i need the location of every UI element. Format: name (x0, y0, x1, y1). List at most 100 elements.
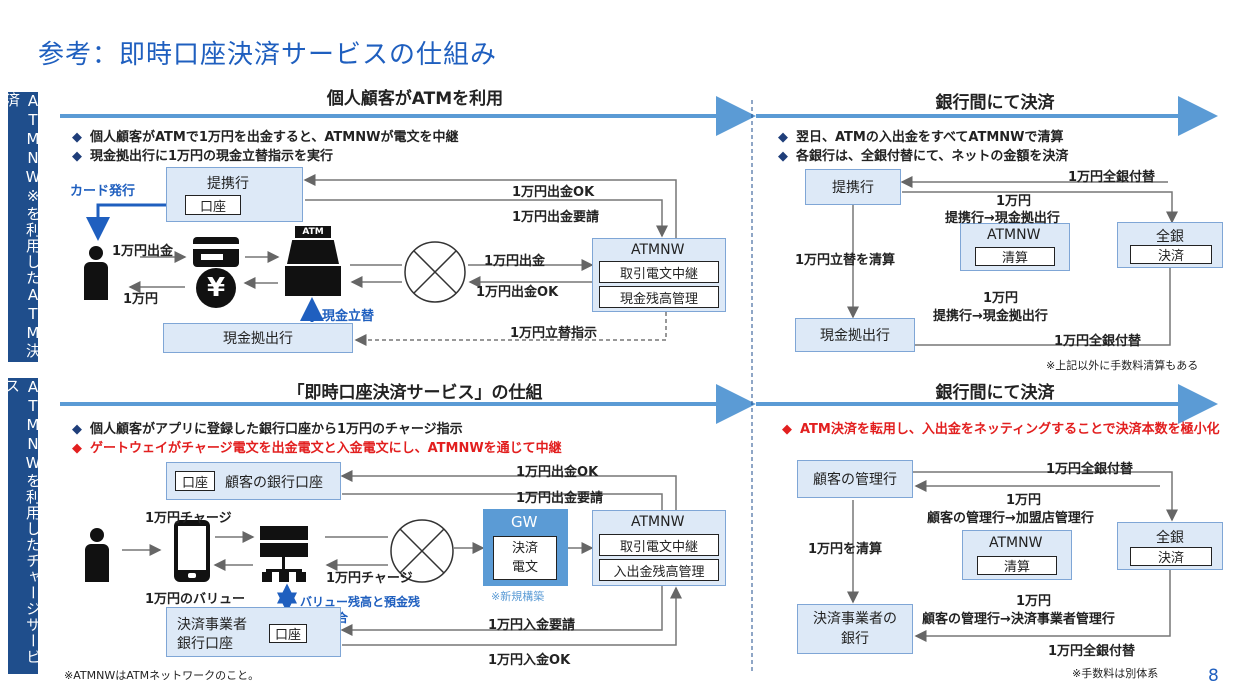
mid-ok-label: 1万円出金OK (476, 285, 559, 300)
amount-label-2: 1万円 (983, 291, 1019, 306)
relay-box: 取引電文中継 (599, 261, 719, 283)
br-customer-bank-box: 顧客の管理行 (797, 460, 913, 498)
tr-zengin-box: 全銀 決済 (1117, 222, 1223, 268)
gw-inner-box: 決済 電文 (493, 536, 557, 580)
page-number: 8 (1208, 666, 1219, 686)
ok-label: 1万円出金OK (512, 185, 595, 200)
br-settle-bank-label-2: 銀行 (841, 631, 869, 647)
bullet-text: 各銀行は、全銀付替にて、ネットの金額を決済 (796, 149, 1069, 164)
bullet-text: 個人顧客がアプリに登録した銀行口座から1万円のチャージ指示 (90, 422, 463, 437)
bullet-text: 翌日、ATMの入出金をすべてATMNWで清算 (796, 130, 1064, 145)
gw-label: GW (511, 513, 538, 531)
atmnw-label: ATMNW (631, 242, 685, 258)
clearing-box: 清算 (977, 556, 1057, 575)
person-icon (85, 528, 109, 582)
tr-partner-bank-box: 提携行 (805, 169, 901, 205)
yen-coin-icon: ¥ (196, 268, 236, 308)
br-amount-label-1: 1万円 (1006, 493, 1042, 508)
atmnw-label: ATMNW (989, 535, 1043, 551)
bullet-tl-2: ◆現金拠出行に1万円の現金立替指示を実行 (72, 149, 334, 164)
tr-cash-bank-box: 現金拠出行 (795, 318, 915, 352)
cash-bank-box: 現金拠出行 (163, 323, 353, 353)
flow-label-2: 提携行→現金拠出行 (933, 309, 1048, 324)
br-settle-bank-box: 決済事業者の 銀行 (797, 604, 913, 654)
atm-icon: ATM (285, 226, 341, 296)
header-atm-use: 個人顧客がATMを利用 (326, 89, 504, 109)
atmnw-label: ATMNW (631, 514, 685, 530)
settle-box: 決済 (1130, 547, 1212, 566)
settle-bank-label-2: 銀行口座 (177, 636, 233, 652)
charge-label: 1万円チャージ (145, 511, 232, 526)
person-icon (84, 246, 108, 300)
bullet-text: ATM決済を転用し、入出金をネッティングすることで決済本数を極小化 (800, 422, 1220, 437)
bullet-br-1: ◆ATM決済を転用し、入出金をネッティングすることで決済本数を極小化 (782, 422, 1220, 437)
br-settle-label: 1万円を清算 (808, 542, 883, 557)
amount-label-1: 1万円 (996, 194, 1032, 209)
new-build-note: ※新規構築 (491, 590, 545, 603)
br-flow-label-2: 顧客の管理行→決済事業者管理行 (922, 612, 1115, 627)
account-box-settle: 口座 (269, 624, 307, 643)
deposit-ok-label: 1万円入金OK (488, 653, 571, 668)
customer-bank-box: 口座 顧客の銀行口座 (166, 462, 341, 500)
atmnw-box-bottom: ATMNW 取引電文中継 入出金残高管理 (592, 510, 726, 586)
transfer-label-1: 1万円全銀付替 (1068, 170, 1156, 185)
header-interbank-top: 銀行間にて決済 (935, 93, 1055, 113)
gw-msg-label: 電文 (511, 560, 538, 575)
partner-bank-box: 提携行 口座 (166, 167, 303, 222)
value-label: 1万円のバリュー (145, 592, 246, 607)
br-zengin-box: 全銀 決済 (1117, 522, 1223, 570)
bullet-text: 現金拠出行に1万円の現金立替指示を実行 (90, 149, 334, 164)
side-label-atm: ATMNW※を利用したATM決済 (3, 92, 42, 362)
account-box-bl: 口座 (175, 471, 215, 491)
gw-settle-label: 決済 (511, 541, 538, 556)
header-interbank-bottom: 銀行間にて決済 (935, 383, 1055, 403)
inout-mgmt-box: 入出金残高管理 (599, 559, 719, 581)
gateway-box: GW 決済 電文 (483, 509, 568, 586)
bullet-text: ゲートウェイがチャージ電文を出金電文と入金電文にし、ATMNWを通じて中継 (90, 441, 562, 456)
clearing-box: 清算 (975, 247, 1055, 266)
bullet-text: 個人顧客がATMで1万円を出金すると、ATMNWが電文を中継 (90, 130, 459, 145)
zengin-label: 全銀 (1156, 229, 1184, 245)
card-icon (193, 237, 239, 267)
advance-settle-label: 1万円立替を清算 (795, 253, 896, 268)
atmnw-label: ATMNW (987, 227, 1041, 243)
relay-box: 取引電文中継 (599, 534, 719, 556)
withdraw-label: 1万円出金 (112, 244, 174, 259)
bullet-tr-1: ◆翌日、ATMの入出金をすべてATMNWで清算 (778, 130, 1064, 145)
cash-mgmt-box: 現金残高管理 (599, 286, 719, 308)
settle-bank-label-1: 決済事業者 (177, 617, 247, 633)
bullet-bl-2: ◆ゲートウェイがチャージ電文を出金電文と入金電文にし、ATMNWを通じて中継 (72, 441, 562, 456)
br-settle-bank-label-1: 決済事業者の (813, 611, 897, 627)
header-charge-service: 「即時口座決済サービス」の仕組 (287, 383, 543, 403)
partner-bank-label: 提携行 (207, 176, 249, 192)
zengin-label: 全銀 (1156, 530, 1184, 546)
bl-ok-label: 1万円出金OK (516, 465, 599, 480)
account-box: 口座 (185, 195, 241, 215)
deposit-request-label: 1万円入金要請 (488, 618, 576, 633)
bullet-tl-1: ◆個人顧客がATMで1万円を出金すると、ATMNWが電文を中継 (72, 130, 459, 145)
flow-label-1: 提携行→現金拠出行 (945, 211, 1060, 226)
mid-withdraw-label: 1万円出金 (484, 254, 546, 269)
yen-label: 1万円 (123, 292, 159, 307)
atmnw-box-top: ATMNW 取引電文中継 現金残高管理 (592, 238, 726, 312)
cash-advance-label: 現金立替 (322, 309, 375, 324)
settle-bank-box: 決済事業者 銀行口座 口座 (166, 607, 341, 657)
customer-bank-label: 顧客の銀行口座 (225, 475, 323, 491)
tr-atmnw-box: ATMNW 清算 (960, 223, 1070, 271)
br-amount-label-2: 1万円 (1016, 594, 1052, 609)
tr-note: ※上記以外に手数料清算もある (1046, 359, 1199, 372)
atm-text: ATM (295, 226, 331, 238)
advance-instruction-label: 1万円立替指示 (510, 326, 598, 341)
server-icon (260, 526, 320, 582)
mid-charge-label: 1万円チャージ (326, 571, 413, 586)
bl-request-label: 1万円出金要請 (516, 491, 604, 506)
br-note: ※手数料は別体系 (1072, 667, 1159, 680)
settle-box: 決済 (1130, 245, 1212, 264)
br-transfer-label-2: 1万円全銀付替 (1048, 644, 1136, 659)
smartphone-icon (174, 520, 210, 582)
br-atmnw-box: ATMNW 清算 (962, 530, 1072, 580)
side-label-charge: ATMNWを利用したチャージサービス (3, 378, 42, 674)
bullet-tr-2: ◆各銀行は、全銀付替にて、ネットの金額を決済 (778, 149, 1069, 164)
bullet-bl-1: ◆個人顧客がアプリに登録した銀行口座から1万円のチャージ指示 (72, 422, 463, 437)
